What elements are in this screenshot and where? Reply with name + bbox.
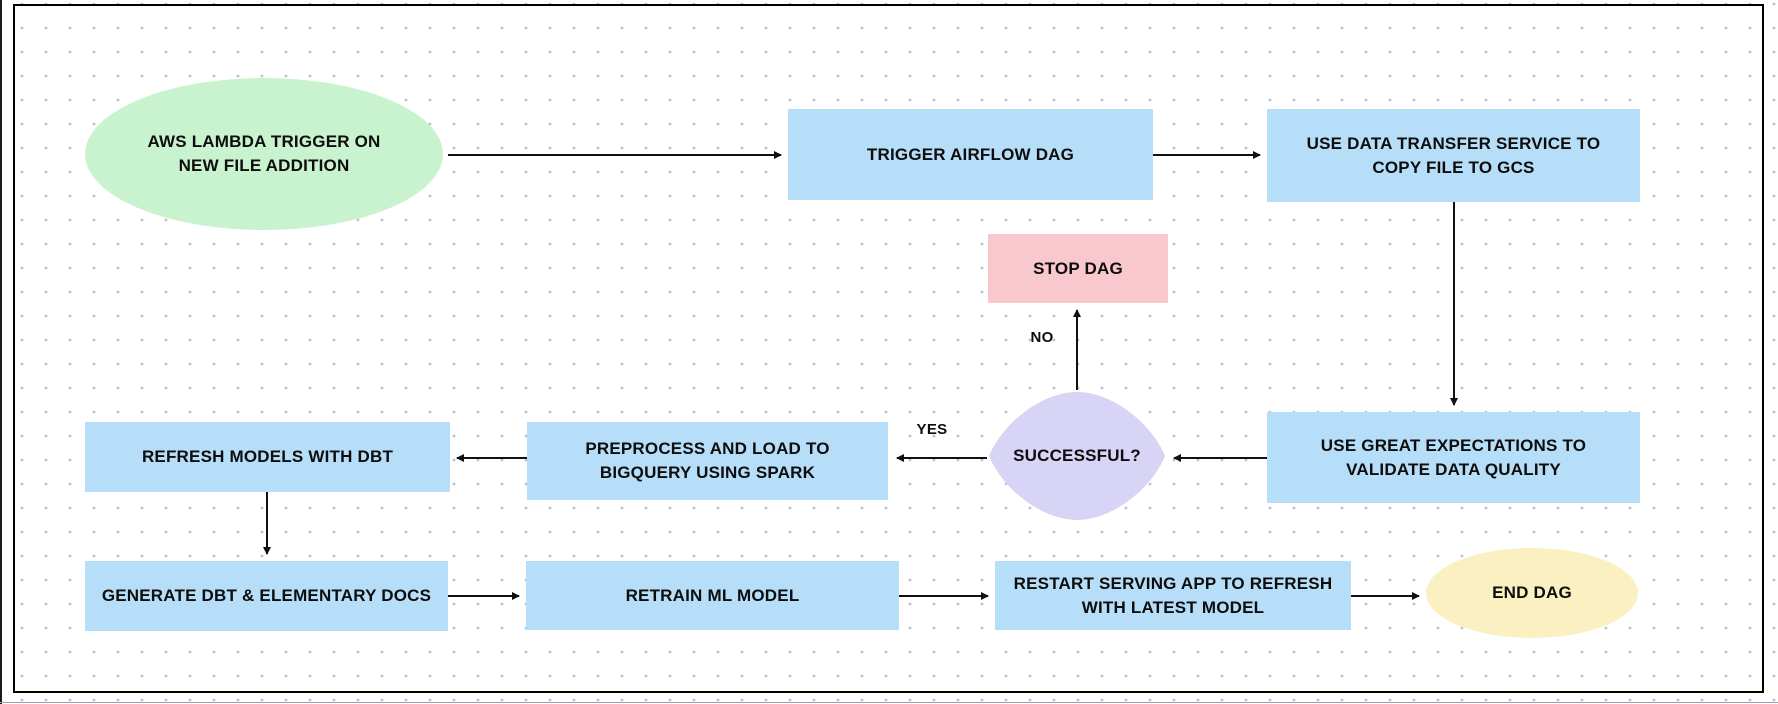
node-retrain-ml-model[interactable]: RETRAIN ML MODEL xyxy=(526,561,899,630)
node-data-transfer-service[interactable]: USE DATA TRANSFER SERVICE TO COPY FILE T… xyxy=(1267,109,1640,202)
node-label: GENERATE DBT & ELEMENTARY DOCS xyxy=(101,586,432,605)
node-label: AWS LAMBDA TRIGGER ON NEW FILE ADDITION xyxy=(147,132,381,175)
node-preprocess-load-bigquery[interactable]: PREPROCESS AND LOAD TO BIGQUERY USING SP… xyxy=(527,422,888,500)
node-label: STOP DAG xyxy=(1033,258,1123,278)
node-refresh-models-dbt[interactable]: REFRESH MODELS WITH DBT xyxy=(85,422,450,492)
node-label: PREPROCESS AND LOAD TO BIGQUERY USING SP… xyxy=(585,439,830,482)
node-label: TRIGGER AIRFLOW DAG xyxy=(866,144,1075,164)
node-end-dag[interactable]: END DAG xyxy=(1426,548,1638,638)
node-great-expectations[interactable]: USE GREAT EXPECTATIONS TO VALIDATE DATA … xyxy=(1267,412,1640,503)
node-stop-dag[interactable]: STOP DAG xyxy=(988,234,1168,303)
node-restart-serving-app[interactable]: RESTART SERVING APP TO REFRESH WITH LATE… xyxy=(995,561,1351,630)
node-label: RETRAIN ML MODEL xyxy=(625,585,800,605)
screen-left-edge xyxy=(0,0,2,704)
node-successful-decision[interactable]: SUCCESSFUL? xyxy=(989,392,1165,520)
node-aws-lambda-trigger[interactable]: AWS LAMBDA TRIGGER ON NEW FILE ADDITION xyxy=(85,78,443,230)
canvas-border-frame xyxy=(13,4,1764,693)
node-label: RESTART SERVING APP TO REFRESH WITH LATE… xyxy=(1013,573,1333,617)
node-label: USE DATA TRANSFER SERVICE TO COPY FILE T… xyxy=(1306,133,1601,177)
screen-bottom-edge xyxy=(0,702,1778,703)
node-label: END DAG xyxy=(1492,583,1572,602)
edge-label-no: NO xyxy=(1030,329,1054,346)
edge-label-yes: YES xyxy=(916,421,948,438)
node-generate-dbt-docs[interactable]: GENERATE DBT & ELEMENTARY DOCS xyxy=(85,561,448,631)
node-label: USE GREAT EXPECTATIONS TO VALIDATE DATA … xyxy=(1320,435,1587,479)
node-label: SUCCESSFUL? xyxy=(1013,446,1141,465)
node-trigger-airflow-dag[interactable]: TRIGGER AIRFLOW DAG xyxy=(788,109,1153,200)
node-label: REFRESH MODELS WITH DBT xyxy=(141,447,394,466)
